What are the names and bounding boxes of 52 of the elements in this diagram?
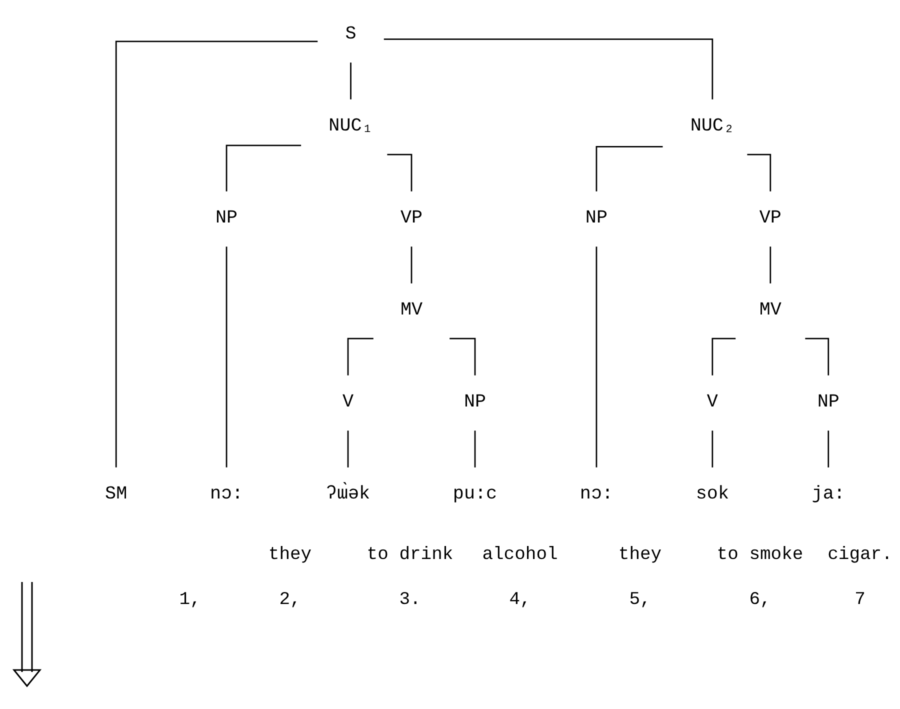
node-text: VP: [759, 208, 782, 230]
connector: [387, 154, 412, 192]
connector: [347, 338, 374, 376]
connector: [347, 430, 349, 468]
node-text: ʔɯ̀ək: [326, 484, 370, 506]
node-text: NUC₂: [690, 116, 735, 138]
gloss-text: to drink: [366, 545, 454, 565]
connector: [596, 246, 598, 468]
gloss-text: to smoke: [716, 545, 804, 565]
connector: [770, 246, 772, 284]
connector: [450, 338, 476, 376]
connector: [747, 154, 772, 192]
connector: [226, 144, 302, 192]
node-text: MV: [759, 300, 782, 322]
node-text: NUC₁: [328, 116, 373, 138]
connector: [115, 40, 318, 468]
node-text: ja:: [812, 484, 845, 506]
word-number: 1,: [179, 590, 201, 610]
node-text: sok: [696, 484, 729, 506]
connector: [350, 62, 352, 100]
connector: [226, 246, 228, 468]
connector: [805, 338, 830, 376]
node-text: NP: [464, 392, 486, 414]
node-text: nɔ:: [580, 484, 614, 506]
word-number: 7: [854, 590, 866, 610]
gloss-text: cigar.: [828, 545, 892, 565]
connector: [474, 430, 476, 468]
node-text: S: [345, 24, 356, 46]
node-text: pu:c: [452, 484, 498, 506]
word-number: 5,: [629, 590, 651, 610]
node-text: NP: [585, 208, 608, 230]
node-text: NP: [215, 208, 238, 230]
gloss-text: alcohol: [482, 545, 558, 565]
node-text: nɔ:: [210, 484, 244, 506]
connector: [712, 338, 736, 376]
connector: [596, 146, 663, 192]
node-text: V: [706, 392, 718, 414]
node-text: V: [342, 392, 354, 414]
gloss-text: they: [268, 545, 312, 565]
node-text: NP: [817, 392, 840, 414]
node-text: SM: [105, 484, 128, 506]
word-number: 3.: [399, 590, 421, 610]
connector: [410, 246, 412, 284]
connector: [828, 430, 830, 468]
node-text: VP: [400, 208, 423, 230]
node-text: MV: [400, 300, 423, 322]
word-number: 2,: [279, 590, 301, 610]
word-number: 4,: [509, 590, 531, 610]
word-number: 6,: [749, 590, 771, 610]
connector: [384, 38, 714, 100]
connector: [712, 430, 714, 468]
gloss-text: they: [618, 545, 662, 565]
